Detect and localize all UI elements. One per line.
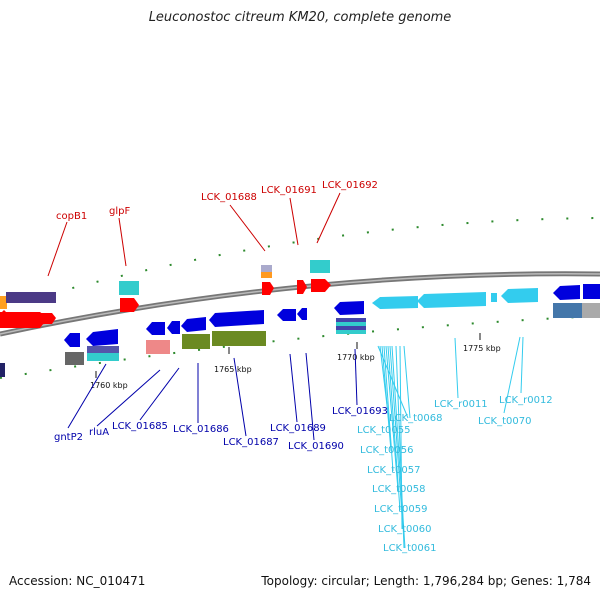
gene-label: LCK_01686 <box>173 424 229 435</box>
gene-feature <box>36 313 56 324</box>
gene-feature <box>311 279 331 292</box>
lower-leader-lines <box>67 348 358 441</box>
rna-label: LCK_t0059 <box>374 504 427 515</box>
gene-feature <box>209 310 264 327</box>
genome-summary: Topology: circular; Length: 1,796,284 bp… <box>261 574 591 588</box>
rna-label: LCK_r0012 <box>499 395 553 406</box>
rna-leader-lines <box>377 336 524 549</box>
gene-label: LCK_01693 <box>332 406 388 417</box>
upper-leader-lines <box>47 192 341 277</box>
gene-label: glpF <box>109 206 130 217</box>
rna-label: LCK_t0055 <box>357 425 410 436</box>
rna-label: LCK_t0061 <box>383 543 436 554</box>
rna-label: LCK_t0070 <box>478 416 531 427</box>
gene-label: rluA <box>89 427 109 438</box>
gene-feature <box>553 285 580 300</box>
scale-label: 1770 kbp <box>337 353 375 362</box>
gene-feature <box>261 265 272 272</box>
gene-feature <box>65 352 84 365</box>
gene-feature <box>310 260 330 273</box>
gene-feature <box>48 292 56 303</box>
gene-label: LCK_01688 <box>201 192 257 203</box>
gene-feature <box>261 272 272 278</box>
gene-label: LCK_01691 <box>261 185 317 196</box>
gene-label: LCK_01692 <box>322 180 378 191</box>
lower-features <box>0 284 600 377</box>
gene-feature <box>87 346 119 354</box>
gene-feature <box>212 331 266 346</box>
gene-feature <box>336 322 366 326</box>
gene-feature <box>262 282 274 295</box>
scale-label: 1775 kbp <box>463 344 501 353</box>
gene-feature <box>6 292 56 303</box>
gene-feature <box>182 334 210 349</box>
rna-feature <box>417 292 486 308</box>
rna-feature <box>372 296 418 309</box>
gene-feature <box>167 321 180 334</box>
gene-feature <box>583 284 600 299</box>
gene-feature <box>334 301 364 315</box>
gene-feature <box>553 303 582 318</box>
gene-feature <box>0 296 7 309</box>
gene-feature <box>297 308 307 320</box>
kbp-ticks <box>95 333 481 378</box>
gene-feature <box>277 309 296 321</box>
rna-label: LCK_t0058 <box>372 484 425 495</box>
rna-label: LCK_t0060 <box>378 524 431 535</box>
gene-feature <box>64 333 80 347</box>
rna-label: LCK_t0056 <box>360 445 413 456</box>
gene-label: copB1 <box>56 211 87 222</box>
gene-label: LCK_01685 <box>112 421 168 432</box>
rna-label: LCK_r0011 <box>434 399 488 410</box>
rna-label: LCK_t0057 <box>367 465 420 476</box>
gene-feature <box>336 326 366 330</box>
gene-feature <box>120 298 139 312</box>
gene-label: LCK_01690 <box>288 441 344 452</box>
gene-feature <box>297 280 307 294</box>
gene-feature <box>86 329 118 346</box>
upper-features <box>0 260 331 328</box>
gene-feature <box>582 303 600 318</box>
gene-feature <box>0 363 5 377</box>
gene-label: LCK_01687 <box>223 437 279 448</box>
rna-label: LCK_t0068 <box>389 413 442 424</box>
rna-feature <box>501 288 538 303</box>
accession-label: Accession: NC_010471 <box>9 574 146 588</box>
gene-feature <box>146 322 165 335</box>
gene-label: LCK_01689 <box>270 423 326 434</box>
gene-feature <box>119 281 139 295</box>
scale-label: 1765 kbp <box>214 365 252 374</box>
gene-feature <box>87 353 119 361</box>
scale-label: 1760 kbp <box>90 381 128 390</box>
gene-feature <box>181 317 206 332</box>
gene-label: gntP2 <box>54 432 83 443</box>
rna-feature <box>491 293 497 302</box>
gene-feature <box>146 340 170 354</box>
map-title: Leuconostoc citreum KM20, complete genom… <box>148 10 452 25</box>
gene-feature <box>336 330 366 334</box>
gene-feature <box>336 318 366 322</box>
gene-feature <box>0 310 8 318</box>
